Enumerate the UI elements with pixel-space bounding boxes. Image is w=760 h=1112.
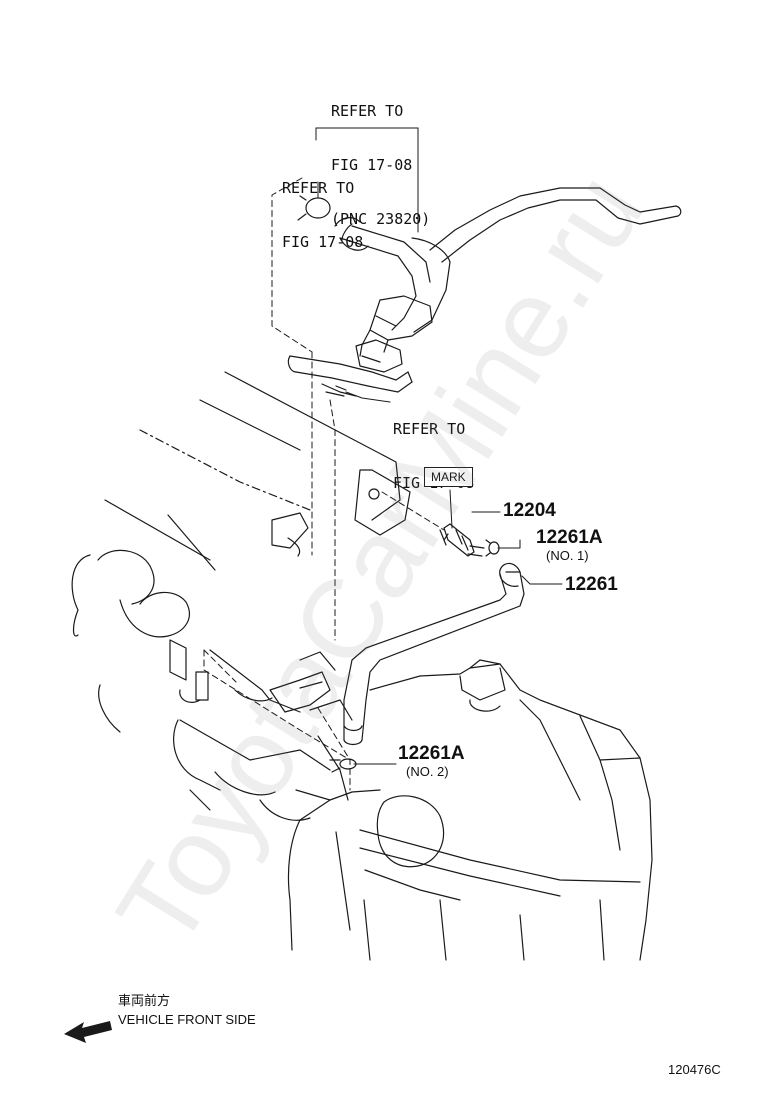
part-number-clamp-no1: 12261A xyxy=(536,527,603,548)
ventilation-valve xyxy=(439,523,485,557)
leader-lines xyxy=(315,127,563,765)
hose-12261 xyxy=(343,562,525,746)
vehicle-front-japanese: 車両前方 xyxy=(118,993,171,1008)
refer-top-line1: REFER TO xyxy=(331,102,404,120)
refer-callout-top: REFER TO FIG 17-08 (PNC 23820) xyxy=(331,66,430,264)
clamp-no2-note: (NO. 2) xyxy=(406,764,449,779)
engine-outline xyxy=(71,371,411,821)
vehicle-front-label: VEHICLE FRONT SIDE xyxy=(118,1012,256,1027)
front-arrow-icon xyxy=(64,1021,112,1043)
diagram-id: 120476C xyxy=(668,1062,721,1077)
refer-top-line2: FIG 17-08 xyxy=(331,156,413,174)
clamp-no1 xyxy=(485,539,500,557)
part-number-valve: 12204 xyxy=(503,500,556,521)
refer-mid-line1: REFER TO xyxy=(393,420,466,438)
clamp-no1-note: (NO. 1) xyxy=(546,548,589,563)
part-number-hose: 12261 xyxy=(565,574,618,595)
upper-hose-assembly xyxy=(287,187,682,397)
part-number-clamp-no2: 12261A xyxy=(398,743,465,764)
mark-label-box: MARK xyxy=(424,467,473,487)
refer-left-line1: REFER TO xyxy=(282,179,355,197)
refer-callout-mid: REFER TO FIG 17-08 xyxy=(393,384,474,528)
radiator-outline xyxy=(287,659,653,961)
refer-left-line2: FIG 17-08 xyxy=(282,233,364,251)
refer-top-line3: (PNC 23820) xyxy=(331,210,431,228)
refer-callout-left: REFER TO FIG 17-08 xyxy=(282,143,363,287)
dashed-guides xyxy=(203,177,445,791)
